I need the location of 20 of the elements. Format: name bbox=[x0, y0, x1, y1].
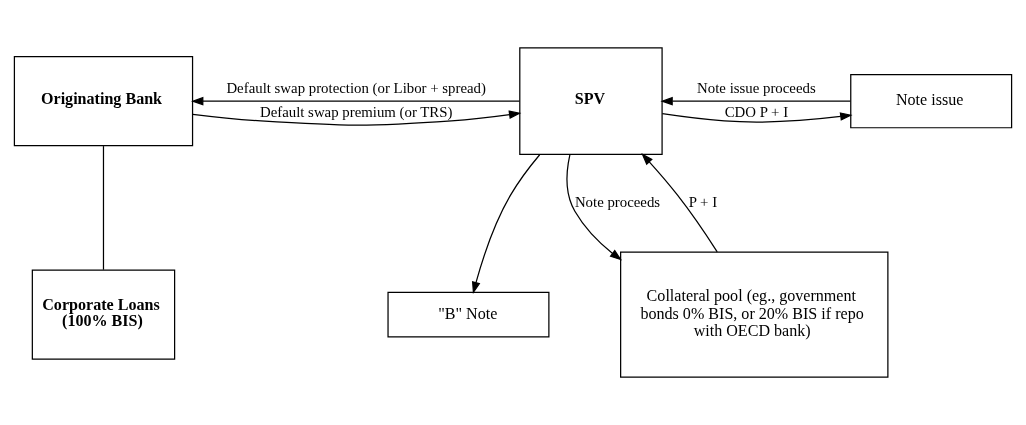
arrow bbox=[566, 154, 623, 261]
node-box: Collateral pool (eg., government bonds 0% BIS, or 20% BIS if repo with OECD bank) bbox=[620, 251, 889, 378]
arrow bbox=[191, 96, 521, 106]
arrow bbox=[192, 110, 522, 126]
node-box: SPV bbox=[519, 47, 663, 155]
node-box: Originating Bank bbox=[13, 56, 194, 147]
node-box: Note issue bbox=[850, 73, 1013, 129]
edge-label: Default swap protection (or Libor + spread) bbox=[226, 80, 486, 97]
arrow bbox=[660, 96, 851, 106]
node-box: "B" Note bbox=[387, 291, 550, 338]
node-box: Corporate Loans (100% BIS) bbox=[31, 269, 176, 360]
arrow bbox=[661, 112, 853, 123]
edge-label: Default swap premium (or TRS) bbox=[259, 103, 453, 120]
edge-label: P + I bbox=[688, 194, 718, 211]
edge-label: Note proceeds bbox=[574, 194, 661, 211]
edge-label: Note issue proceeds bbox=[697, 80, 816, 97]
arrow bbox=[641, 153, 718, 253]
edge-label: CDO P + I bbox=[724, 103, 789, 120]
connector bbox=[102, 145, 105, 271]
arrow bbox=[471, 154, 541, 295]
